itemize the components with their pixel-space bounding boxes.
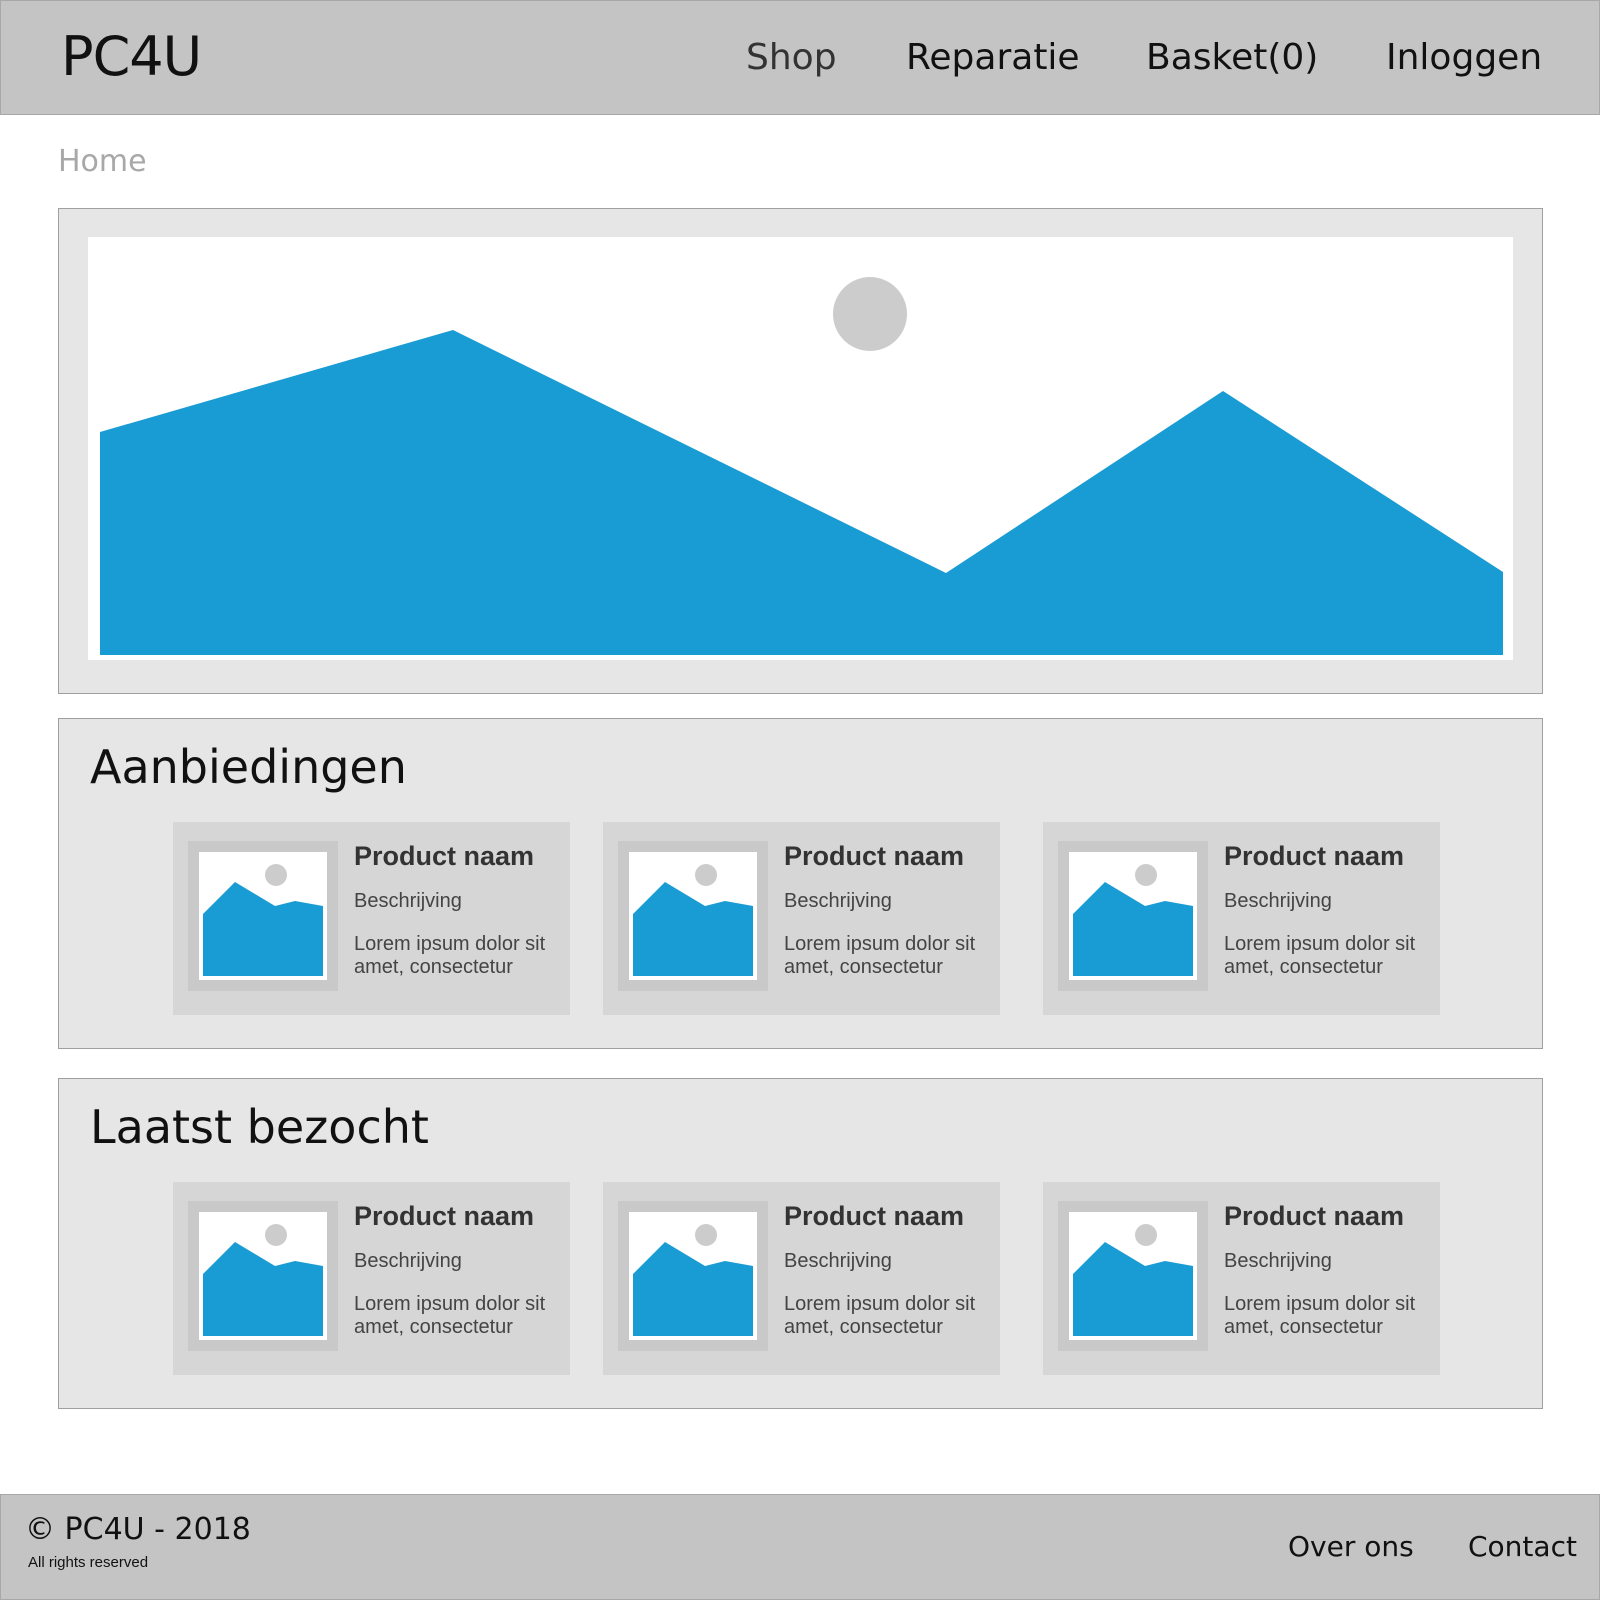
product-card[interactable]: Product naam Beschrijving Lorem ipsum do… [1043, 822, 1440, 1015]
nav-shop[interactable]: Shop [746, 37, 837, 78]
product-text: Lorem ipsum dolor sit amet, consectetur [1224, 933, 1416, 978]
product-description: Beschrijving [784, 890, 892, 912]
product-card[interactable]: Product naam Beschrijving Lorem ipsum do… [173, 822, 570, 1015]
footer-link-about[interactable]: Over ons [1288, 1530, 1414, 1563]
image-placeholder-icon [629, 1212, 757, 1340]
product-name: Product naam [1224, 1201, 1405, 1231]
product-name: Product naam [354, 1201, 535, 1231]
rights-reserved: All rights reserved [28, 1554, 149, 1571]
nav-reparatie[interactable]: Reparatie [906, 37, 1080, 78]
product-card[interactable]: Product naam Beschrijving Lorem ipsum do… [173, 1182, 570, 1375]
footer-link-contact[interactable]: Contact [1468, 1530, 1577, 1563]
section-title: Aanbiedingen [90, 740, 407, 794]
product-description: Beschrijving [354, 890, 462, 912]
product-thumbnail [618, 841, 768, 991]
nav-basket[interactable]: Basket(0) [1146, 37, 1319, 78]
section-title: Laatst bezocht [90, 1100, 429, 1154]
product-card[interactable]: Product naam Beschrijving Lorem ipsum do… [603, 822, 1000, 1015]
image-placeholder-icon [1069, 852, 1197, 980]
image-placeholder-icon [199, 852, 327, 980]
product-description: Beschrijving [354, 1250, 462, 1272]
product-name: Product naam [354, 841, 535, 871]
product-thumbnail [188, 841, 338, 991]
product-name: Product naam [784, 841, 965, 871]
site-logo[interactable]: PC4U [61, 25, 202, 88]
product-card[interactable]: Product naam Beschrijving Lorem ipsum do… [603, 1182, 1000, 1375]
hero-banner [58, 208, 1543, 694]
product-thumbnail [1058, 1201, 1208, 1351]
product-thumbnail [1058, 841, 1208, 991]
copyright: © PC4U - 2018 [25, 1512, 251, 1547]
product-thumbnail [188, 1201, 338, 1351]
image-placeholder-icon [1069, 1212, 1197, 1340]
product-text: Lorem ipsum dolor sit amet, consectetur [784, 1293, 976, 1338]
product-description: Beschrijving [784, 1250, 892, 1272]
product-thumbnail [618, 1201, 768, 1351]
sun-shape [833, 277, 907, 351]
product-name: Product naam [784, 1201, 965, 1231]
image-placeholder-icon [629, 852, 757, 980]
site-header: PC4U Shop Reparatie Basket(0) Inloggen [0, 0, 1600, 115]
breadcrumb[interactable]: Home [58, 144, 147, 179]
product-description: Beschrijving [1224, 1250, 1332, 1272]
image-placeholder-icon [199, 1212, 327, 1340]
product-description: Beschrijving [1224, 890, 1332, 912]
product-text: Lorem ipsum dolor sit amet, consectetur [1224, 1293, 1416, 1338]
mountain-shape [100, 330, 1503, 655]
offers-section: Aanbiedingen Product naam Beschrijving L… [58, 718, 1543, 1049]
site-footer: © PC4U - 2018 All rights reserved Over o… [0, 1494, 1600, 1600]
recently-visited-section: Laatst bezocht Product naam Beschrijving… [58, 1078, 1543, 1409]
image-placeholder-icon [88, 237, 1513, 660]
product-card[interactable]: Product naam Beschrijving Lorem ipsum do… [1043, 1182, 1440, 1375]
product-text: Lorem ipsum dolor sit amet, consectetur [354, 1293, 546, 1338]
product-text: Lorem ipsum dolor sit amet, consectetur [354, 933, 546, 978]
nav-login[interactable]: Inloggen [1386, 37, 1543, 78]
product-text: Lorem ipsum dolor sit amet, consectetur [784, 933, 976, 978]
product-name: Product naam [1224, 841, 1405, 871]
